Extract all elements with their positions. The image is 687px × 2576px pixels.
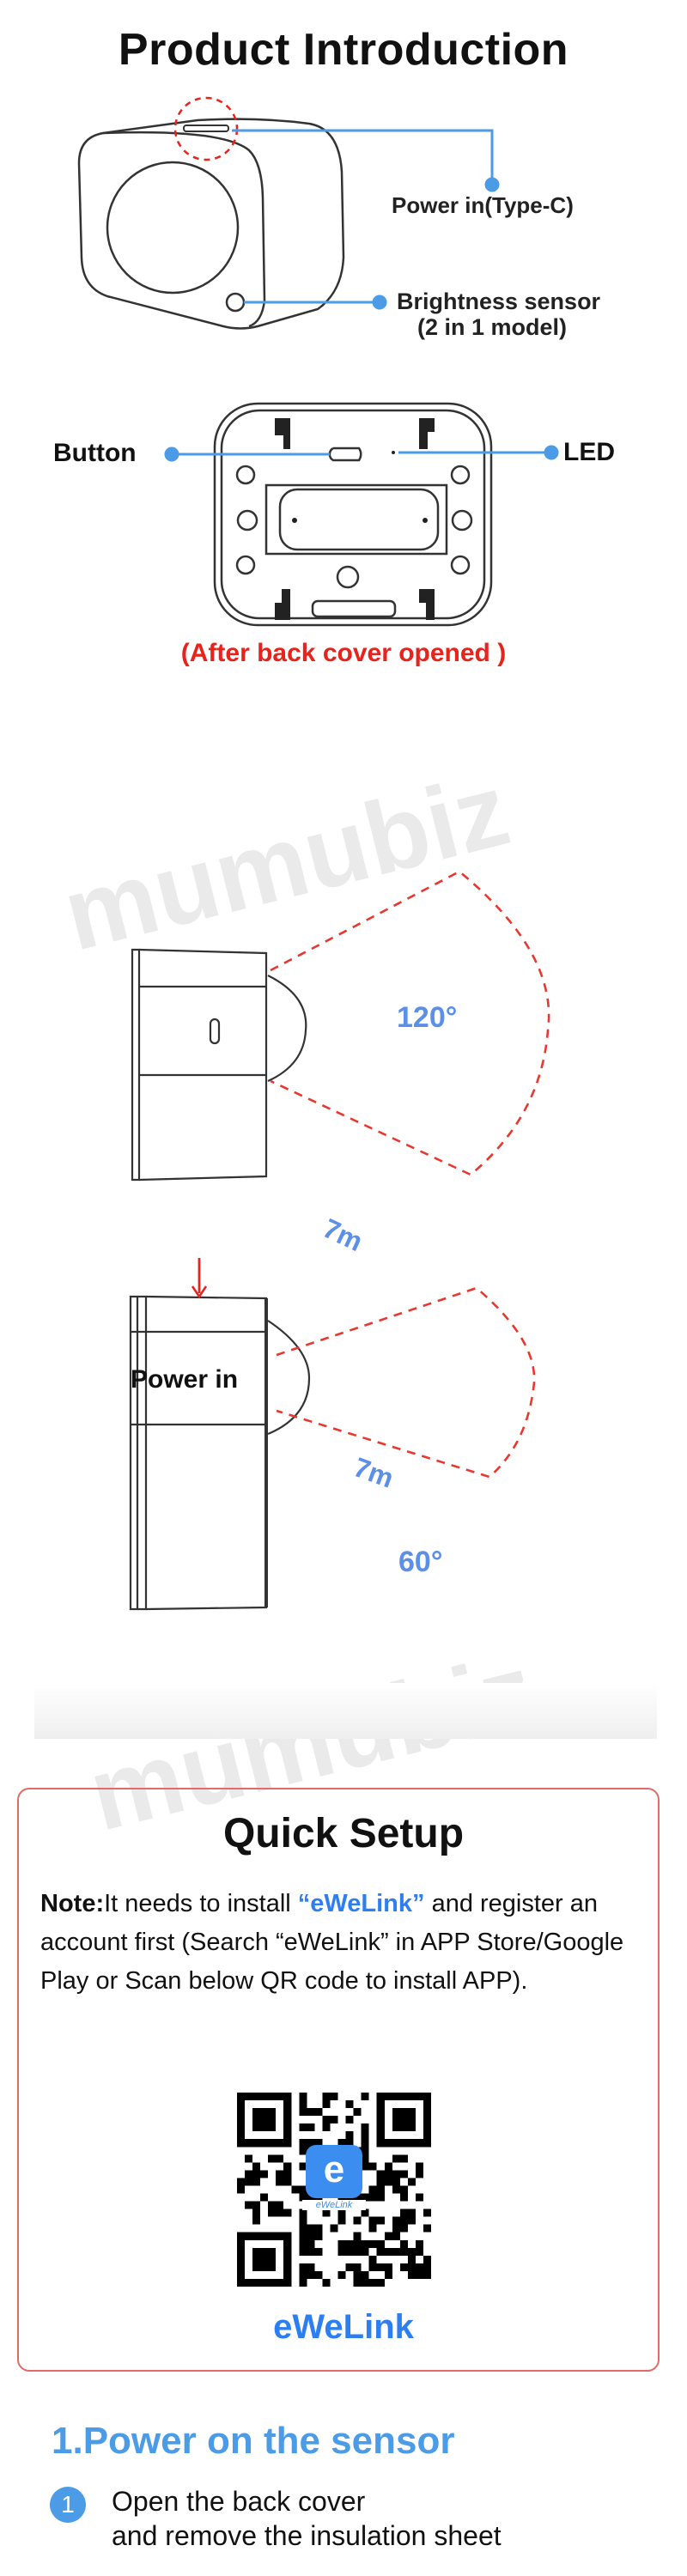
quick-setup-title: Quick Setup	[222, 1811, 465, 1856]
quick-setup-note: Note:It needs to install “eWeLink” and r…	[40, 1885, 659, 2001]
label-brightness-sensor: Brightness sensor	[397, 289, 601, 314]
device-front-diagram	[77, 96, 559, 627]
ewelink-logo-icon: e	[306, 2145, 362, 2198]
label-led: LED	[563, 438, 615, 466]
label-button: Button	[53, 439, 137, 467]
label-power-in: Power in	[131, 1365, 239, 1394]
section-fade-band	[34, 1683, 657, 1739]
page-title: Product Introduction	[118, 25, 569, 75]
step-section-heading: 1.Power on the sensor	[52, 2420, 455, 2462]
label-power-in-typec: Power in(Type-C)	[392, 192, 574, 218]
note-app-name: “eWeLink”	[297, 1890, 425, 1917]
back-cover-diagram	[213, 402, 493, 627]
step-line: and remove the insulation sheet	[112, 2520, 502, 2551]
app-name: eWeLink	[273, 2308, 414, 2346]
ewelink-qr-code[interactable]	[237, 2092, 431, 2287]
note-label: Note:	[40, 1890, 105, 1917]
usb-port-highlight	[173, 96, 239, 161]
back-cover-note: (After back cover opened )	[180, 639, 507, 667]
step-line: Open the back cover	[112, 2486, 366, 2517]
step-instruction: Open the back cover and remove the insul…	[112, 2484, 502, 2553]
label-brightness-note: (2 in 1 model)	[417, 314, 568, 340]
note-text: It needs to install	[104, 1890, 298, 1917]
angle-wide-label: 120°	[397, 1001, 458, 1034]
qr-logo-caption: eWeLink	[302, 2200, 366, 2210]
note-text: and register an account first (Search “e…	[40, 1890, 624, 1995]
step-number-badge: 1	[50, 2487, 86, 2523]
quick-setup-panel	[17, 1788, 660, 2372]
detection-diagrams	[129, 870, 550, 1611]
angle-narrow-label: 60°	[398, 1546, 443, 1578]
